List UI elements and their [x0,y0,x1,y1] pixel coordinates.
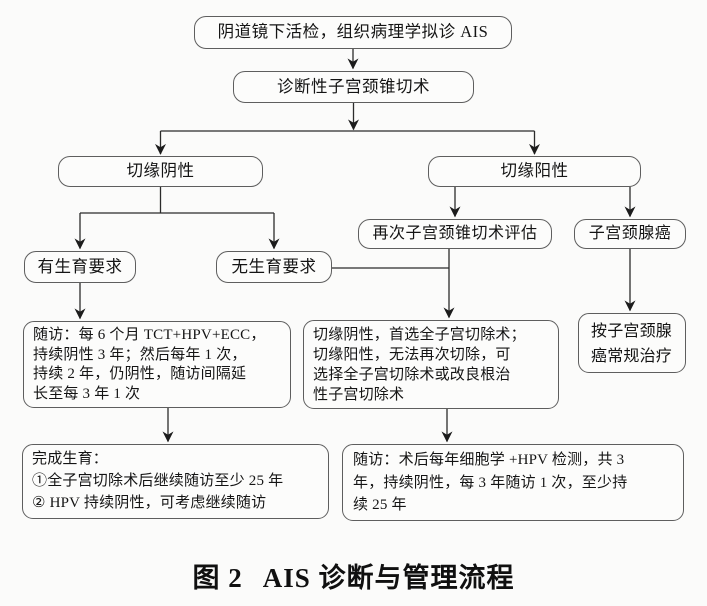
node-completed-childbearing: 完成生育： ①全子宫切除术后继续随访至少 25 年 ② HPV 持续阴性，可考虑… [22,444,329,519]
node-fertility-not-desired: 无生育要求 [216,251,332,283]
node-diagnostic-conization: 诊断性子宫颈锥切术 [233,71,474,103]
node-fertility-desired: 有生育要求 [24,251,136,283]
figure-caption-title: AIS 诊断与管理流程 [262,563,515,593]
node-followup-fertility-plan: 随访：每 6 个月 TCT+HPV+ECC， 持续阴性 3 年；然后每年 1 次… [23,321,291,408]
node-adenocarcinoma-standard-treatment: 按子宫颈腺 癌常规治疗 [578,313,686,373]
figure-caption-label: 图 2 [192,563,243,593]
node-cervical-adenocarcinoma: 子宫颈腺癌 [574,219,686,249]
node-biopsy: 阴道镜下活检，组织病理学拟诊 AIS [194,16,512,49]
figure-caption: 图 2 AIS 诊断与管理流程 [0,556,707,595]
node-repeat-conization-evaluation: 再次子宫颈锥切术评估 [358,219,552,249]
node-margin-positive: 切缘阳性 [428,156,641,187]
node-margin-negative: 切缘阴性 [58,156,263,187]
node-followup-post-surgery: 随访：术后每年细胞学 +HPV 检测，共 3 年，持续阴性，每 3 年随访 1 … [342,444,684,521]
node-hysterectomy-options: 切缘阴性，首选全子宫切除术； 切缘阳性，无法再次切除，可 选择全子宫切除术或改良… [303,320,559,409]
